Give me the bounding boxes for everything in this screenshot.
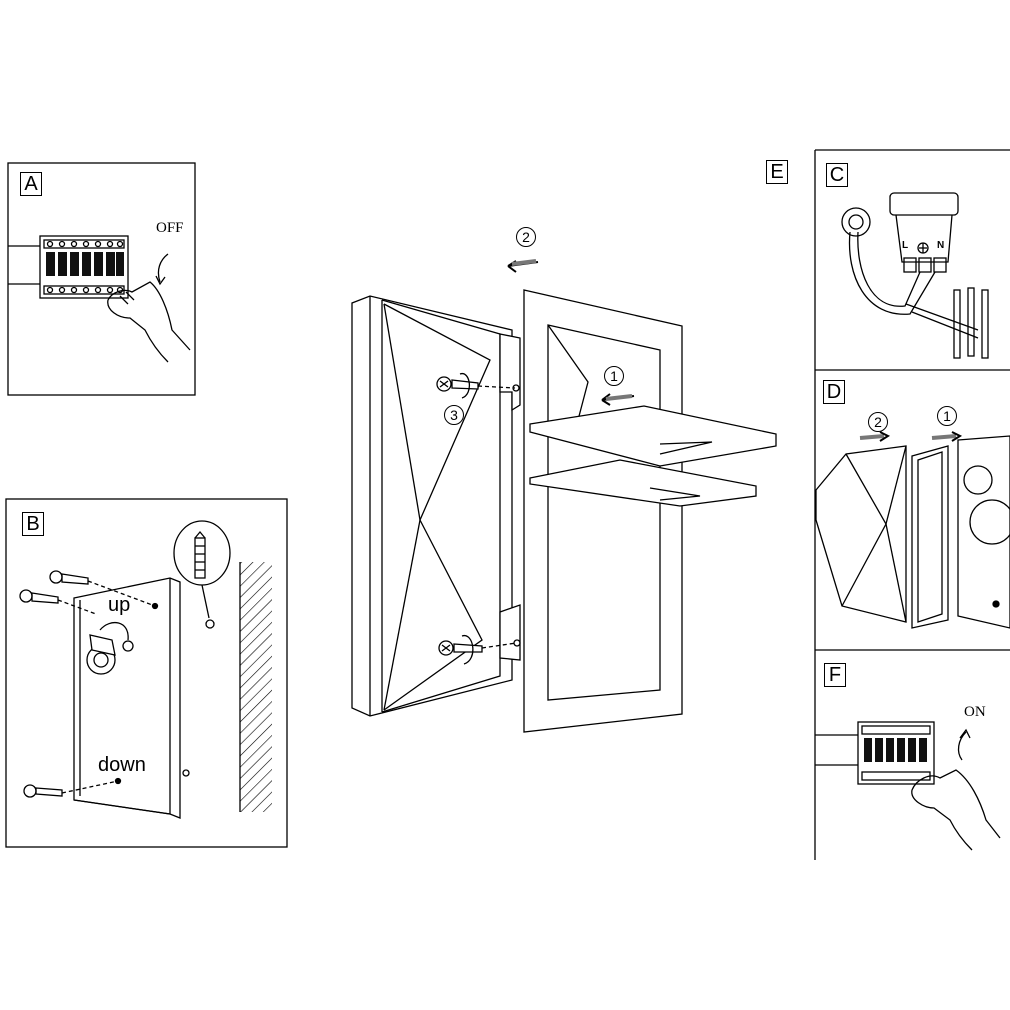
- gasket: [911, 445, 949, 629]
- step-3-marker: 3: [444, 405, 464, 425]
- panel-d: [815, 431, 1010, 629]
- base-plate: [957, 435, 1010, 629]
- lamp-housing: [351, 295, 513, 717]
- terminal-n-label: N: [937, 240, 945, 251]
- panel-a: [7, 162, 196, 396]
- step-1-marker: 1: [937, 406, 957, 426]
- rotate-on-arrow-icon: [957, 731, 967, 761]
- screw-icon: [436, 373, 520, 399]
- terminal-block-icon: [889, 192, 959, 273]
- panel-b: [5, 498, 288, 848]
- step-2-marker: 2: [516, 227, 536, 247]
- screw-icon: [438, 635, 521, 665]
- wire-icon: [905, 287, 989, 359]
- panel-c: [841, 192, 989, 359]
- off-label: OFF: [156, 220, 184, 236]
- cable-icon: [841, 207, 936, 315]
- panel-c-label: C: [826, 163, 848, 187]
- screw-icon: [49, 570, 156, 607]
- panel-e-label: E: [766, 160, 788, 184]
- panel-e: [351, 259, 777, 733]
- wall-plug-icon: [173, 520, 231, 629]
- lamp-shade: [815, 445, 907, 623]
- rotate-off-arrow-icon: [157, 253, 169, 283]
- panel-d-label: D: [823, 380, 845, 404]
- breaker-box-icon: [8, 235, 129, 299]
- screw-icon: [19, 589, 97, 615]
- hand-icon: [911, 769, 1001, 851]
- glass-shelf-upper: [529, 405, 777, 467]
- front-frame: [523, 289, 683, 733]
- panel-b-frame: [5, 498, 288, 848]
- wall-hatch: [240, 562, 272, 812]
- panel-a-label: A: [20, 172, 42, 196]
- arrow-right-icon: [951, 431, 963, 442]
- panel-b-label: B: [22, 512, 44, 536]
- lamp-socket-icon: [86, 621, 134, 675]
- breaker-box-icon: [815, 721, 935, 785]
- on-label: ON: [964, 704, 986, 720]
- arrow-right-icon: [879, 431, 891, 442]
- step-1-marker: 1: [604, 366, 624, 386]
- terminal-l-label: L: [902, 240, 909, 251]
- glass-shelf-lower: [529, 459, 757, 507]
- panel-f: [815, 721, 1001, 851]
- panel-f-label: F: [824, 663, 846, 687]
- up-label: up: [108, 594, 131, 616]
- down-label: down: [98, 754, 146, 776]
- panel-a-frame: [7, 162, 196, 396]
- hand-icon: [107, 281, 191, 363]
- step-2-marker: 2: [868, 412, 888, 432]
- screw-icon: [23, 780, 119, 798]
